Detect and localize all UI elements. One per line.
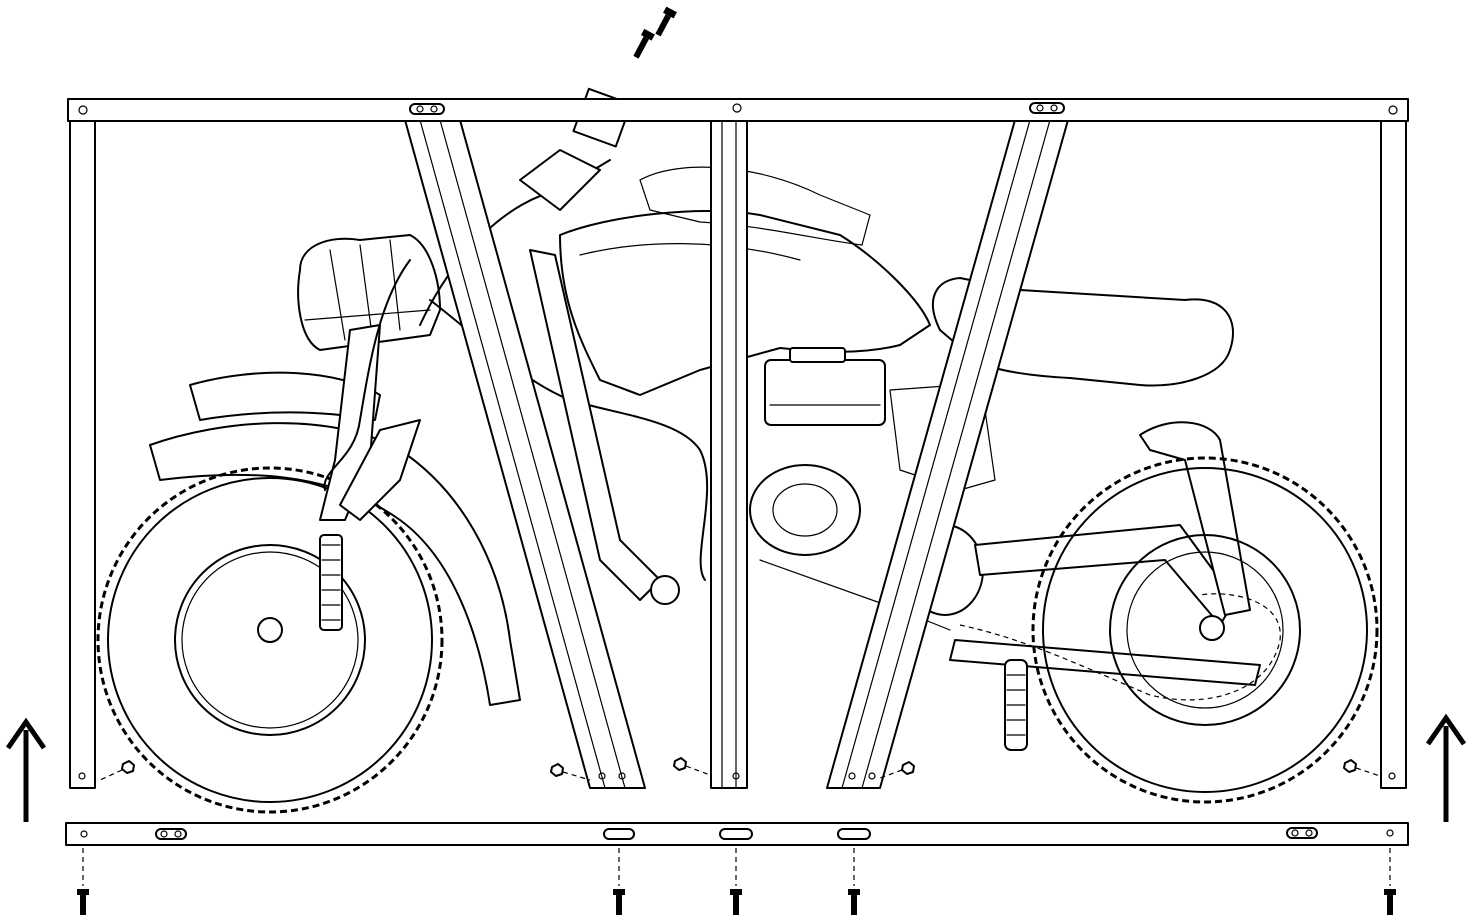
bolt-icon xyxy=(730,848,742,915)
bolt-icon xyxy=(633,28,655,59)
front-rim xyxy=(174,544,366,736)
crate-frame xyxy=(65,98,1409,846)
cvt-cover xyxy=(749,464,861,556)
top-rail xyxy=(67,98,1409,122)
rear-rim xyxy=(1109,534,1301,726)
front-fender xyxy=(149,422,521,706)
bolt-icon xyxy=(1384,848,1396,915)
hex-nut-icon xyxy=(673,757,711,776)
swingarm xyxy=(974,524,1236,626)
bottom-bolts xyxy=(77,848,1396,915)
bolt-icon xyxy=(613,848,625,915)
bolt-icon xyxy=(77,848,89,915)
top-rail-slot-left xyxy=(409,103,445,115)
right-diagonal-brace xyxy=(826,119,1069,789)
rear-tire xyxy=(1042,467,1368,793)
top-bolts xyxy=(633,6,677,59)
nuts xyxy=(99,757,1381,781)
motorcycle xyxy=(96,87,1379,814)
drive-chain xyxy=(959,593,1281,701)
top-rail-slot-right xyxy=(1029,102,1065,114)
left-post xyxy=(69,119,96,789)
engine-block xyxy=(764,359,886,426)
rear-hub xyxy=(1199,615,1225,641)
front-tire-tread xyxy=(96,466,444,814)
front-hub xyxy=(257,617,283,643)
bottom-rail-slot-2 xyxy=(603,828,635,840)
bolt-icon xyxy=(655,6,677,37)
up-arrow-icon xyxy=(5,717,47,822)
bottom-rail-slot-4 xyxy=(837,828,871,840)
hex-nut-icon xyxy=(1343,759,1381,777)
front-tire xyxy=(107,477,433,803)
rear-tire-tread xyxy=(1031,456,1379,804)
bolt-icon xyxy=(848,848,860,915)
headlight xyxy=(297,234,441,351)
bottom-rail-slot-3 xyxy=(719,828,753,840)
right-post xyxy=(1380,119,1407,789)
hex-nut-icon xyxy=(550,763,591,781)
hex-nut-icon xyxy=(879,761,915,779)
up-arrow-icon xyxy=(1425,713,1467,822)
hex-nut-icon xyxy=(99,760,135,781)
center-post xyxy=(710,119,748,789)
